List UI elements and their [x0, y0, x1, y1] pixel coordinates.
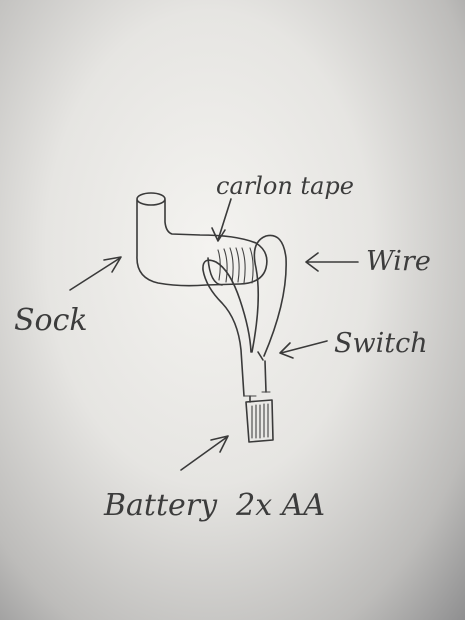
sock-opening: [136, 192, 166, 206]
battery-arrow: [180, 435, 229, 471]
sock-label: Sock: [14, 303, 88, 338]
wire-right-loop: [251, 234, 287, 357]
sock-outline: [136, 199, 268, 287]
battery-drawing: [243, 391, 274, 443]
tape-hatch: [235, 247, 240, 283]
tape-hatch: [223, 248, 228, 283]
tape-edge: [207, 257, 223, 286]
battery-body: [245, 399, 274, 443]
battery-terminals: [243, 391, 271, 397]
wire-left-loop: [202, 259, 252, 397]
switch-contact: [257, 351, 264, 361]
switch-label: Switch: [334, 328, 428, 359]
carbon-tape-drawing: [207, 247, 254, 286]
tape-hatch: [229, 247, 234, 283]
wire-drawing: [202, 234, 287, 403]
carbon-tape-arrow: [211, 198, 232, 242]
wire-label: Wire: [366, 246, 431, 277]
battery-label: Battery 2x AA: [103, 488, 325, 523]
wire-to-battery: [264, 360, 267, 393]
sock-arrow: [69, 256, 122, 291]
sock-drawing: [136, 192, 268, 287]
tape-hatch: [241, 247, 246, 284]
tape-hatch: [249, 247, 254, 284]
tape-hatch: [217, 249, 221, 281]
arrows: [69, 198, 359, 471]
battery-shading: [251, 403, 269, 439]
carbon-tape-label: carlon tape: [216, 172, 354, 200]
wire-arrow: [305, 252, 359, 272]
switch-arrow: [279, 340, 328, 359]
